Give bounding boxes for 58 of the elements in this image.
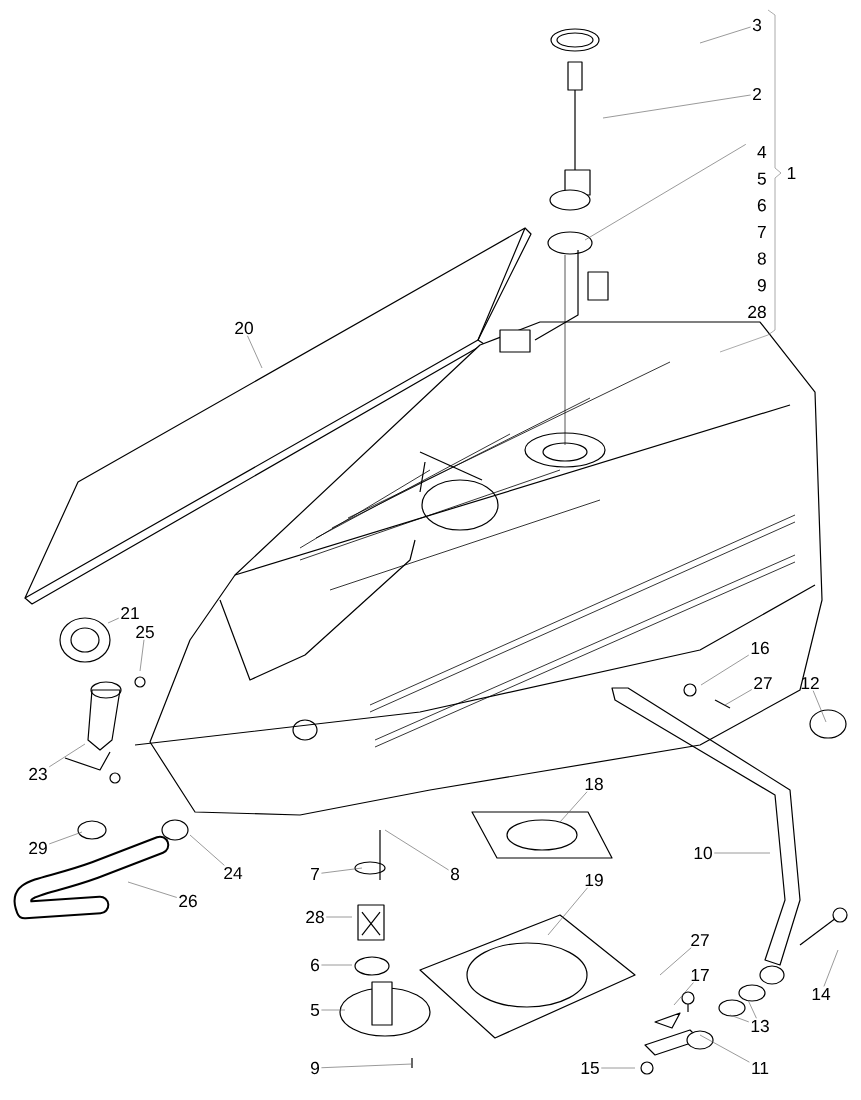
- leader-line: [321, 964, 353, 966]
- leader-line: [584, 144, 747, 241]
- callout-number: 10: [694, 846, 712, 860]
- leader-line: [139, 639, 145, 672]
- leader-line: [724, 689, 753, 706]
- callout-number: 27: [754, 676, 772, 690]
- callout-number: 15: [581, 1061, 599, 1075]
- callout-number: 8: [450, 867, 460, 881]
- callout-number: 24: [224, 866, 243, 880]
- callout-number: 11: [752, 1062, 769, 1074]
- callout-number: 5: [310, 1003, 320, 1017]
- leader-line: [559, 791, 588, 823]
- callout-number: 19: [585, 873, 603, 887]
- callout-number: 26: [179, 894, 197, 908]
- leader-line: [713, 852, 771, 854]
- leader-line: [107, 617, 120, 624]
- leader-line: [247, 335, 263, 369]
- leader-line: [747, 999, 757, 1019]
- callout-number: 23: [29, 767, 47, 781]
- callout-number: 2: [753, 87, 761, 101]
- callout-number: 28: [306, 910, 324, 924]
- leader-line: [812, 690, 827, 723]
- leader-line: [321, 867, 363, 874]
- callout-number: 13: [751, 1019, 769, 1033]
- leader-line: [325, 916, 353, 918]
- callout-number: 6: [311, 958, 320, 972]
- callout-number: 1: [787, 167, 796, 179]
- leader-line: [189, 834, 225, 866]
- leader-line: [48, 831, 83, 845]
- leader-line: [321, 1063, 413, 1069]
- callout-number: 18: [585, 777, 603, 791]
- callout-number: 20: [235, 321, 253, 335]
- leader-line: [673, 982, 694, 1006]
- callout-number: 4 5 6 7 8 9 28: [748, 145, 767, 319]
- leader-line: [699, 26, 751, 44]
- callout-number: 3: [752, 18, 762, 32]
- callout-number: 21: [121, 606, 139, 620]
- leader-line: [729, 1014, 750, 1023]
- callout-number: 29: [29, 841, 47, 855]
- callout-number: 17: [691, 969, 709, 981]
- leader-line: [602, 94, 751, 119]
- leader-line: [699, 1034, 750, 1063]
- leader-line: [127, 881, 178, 898]
- leader-line: [547, 887, 588, 936]
- leader-line: [384, 829, 449, 871]
- callout-number: 27: [691, 933, 709, 947]
- callout-number: 12: [801, 676, 819, 690]
- callout-number: 9: [311, 1061, 319, 1075]
- callout-number: 14: [812, 988, 831, 1000]
- leader-line: [700, 654, 750, 686]
- leader-line: [823, 949, 839, 987]
- leader-line: [48, 743, 86, 768]
- leader-line: [659, 947, 692, 976]
- callout-number: 25: [136, 625, 154, 639]
- leader-line: [321, 1009, 346, 1011]
- callout-number: 16: [751, 641, 769, 655]
- leader-line: [600, 1067, 636, 1069]
- callout-number: 7: [311, 868, 319, 880]
